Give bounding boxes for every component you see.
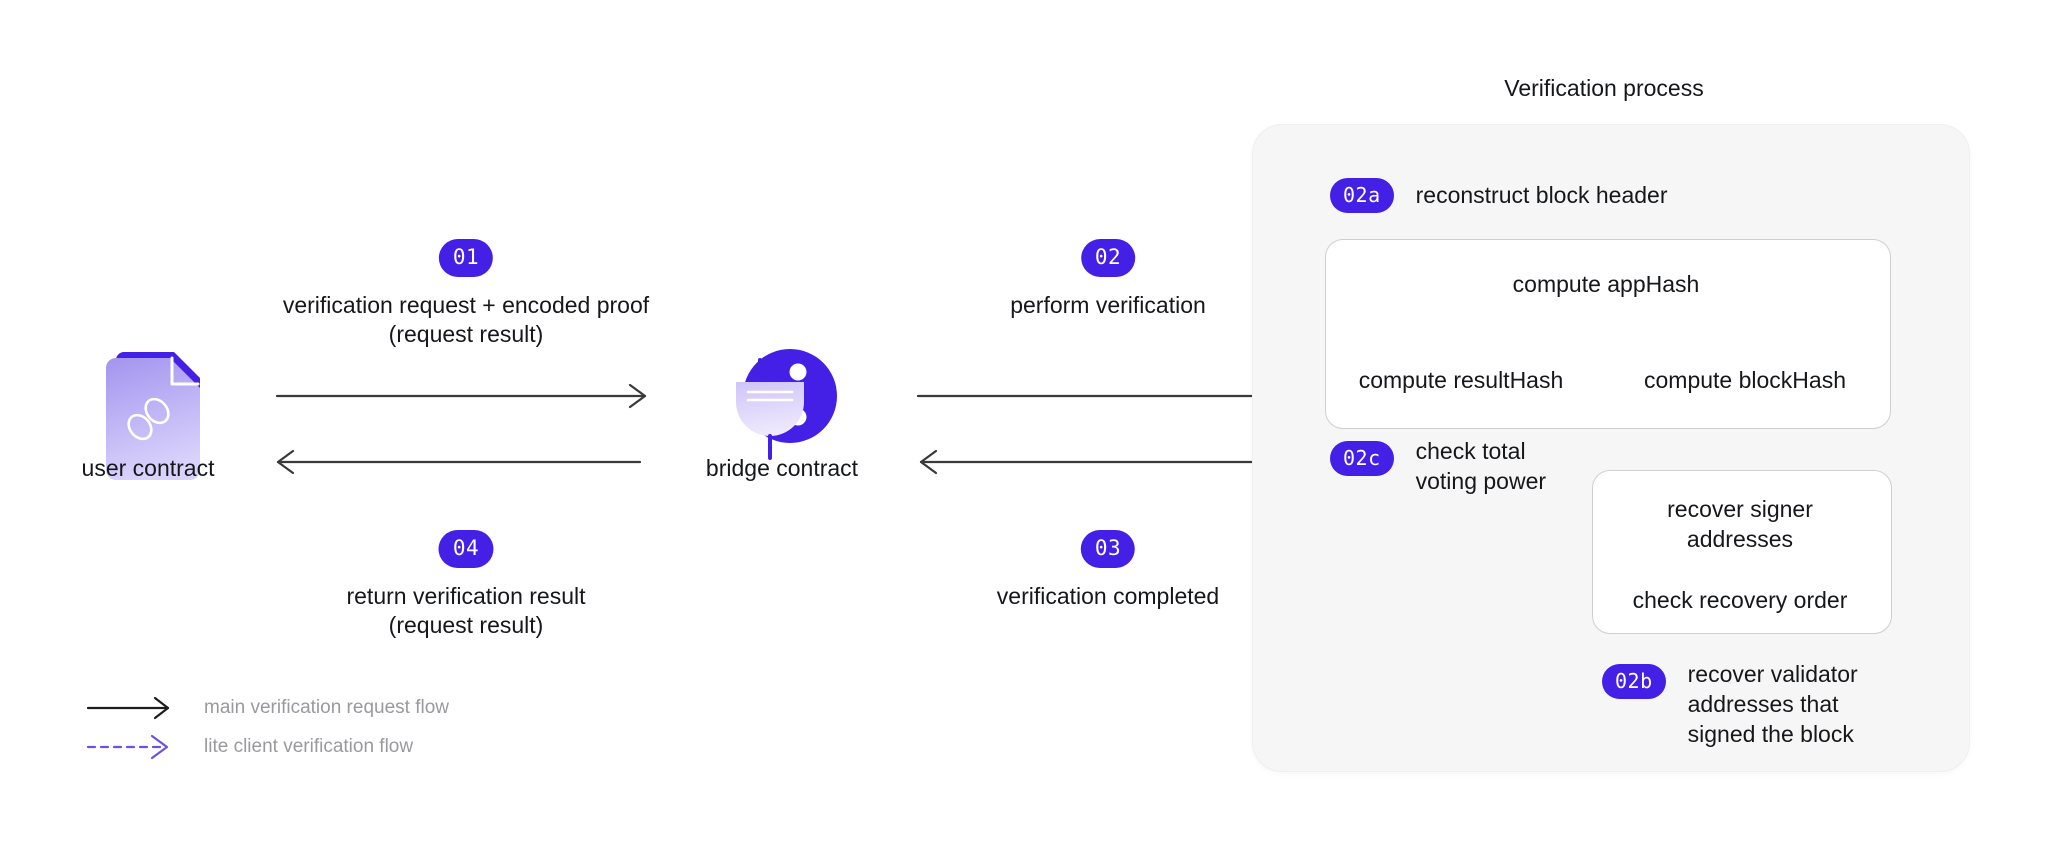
node-label-bridge-contract: bridge contract <box>705 455 859 481</box>
step-02-caption: perform verification <box>1010 292 1206 318</box>
step-04-caption: return verification result (request resu… <box>346 583 586 638</box>
hash-box <box>1325 239 1891 429</box>
legend-label-main-flow: main verification request flow <box>204 697 449 718</box>
step-01: 01 verification request + encoded proof … <box>283 239 649 349</box>
arrow-bridge-to-user <box>276 449 642 475</box>
panel-step-02a: 02a reconstruct block header <box>1330 178 1667 213</box>
arrow-bridge-to-panel <box>916 383 1292 409</box>
recovery-box-recover-signer-addresses: recover signer addresses <box>1667 496 1813 552</box>
hash-box-compute-apphash: compute appHash <box>1512 271 1700 297</box>
step-01-caption: verification request + encoded proof (re… <box>282 292 650 347</box>
panel-step-02a-text: reconstruct block header <box>1415 181 1668 208</box>
step-03-caption: verification completed <box>996 583 1220 609</box>
panel-step-02c: 02c check total voting power <box>1330 437 1546 497</box>
arrow-panel-to-bridge <box>919 449 1292 475</box>
node-label-user-contract: user contract <box>81 455 215 481</box>
recovery-box <box>1592 470 1892 634</box>
step-04-badge: 04 <box>438 530 494 568</box>
legend-row-lite-client-flow: lite client verification flow <box>88 730 449 764</box>
panel-step-02b: 02b recover validator addresses that sig… <box>1602 660 1858 750</box>
panel-step-02a-badge: 02a <box>1330 178 1394 213</box>
panel-step-02c-text: check total voting power <box>1415 438 1547 494</box>
panel-title: Verification process <box>1504 75 1704 101</box>
step-02-badge: 02 <box>1080 239 1136 277</box>
hash-box-compute-resulthash: compute resultHash <box>1358 367 1564 393</box>
panel-step-02c-badge: 02c <box>1330 441 1394 476</box>
panel-step-02b-badge: 02b <box>1602 664 1666 699</box>
hash-box-compute-blockhash: compute blockHash <box>1644 367 1846 393</box>
step-04: 04 return verification result (request r… <box>346 530 586 640</box>
panel-step-02b-text: recover validator addresses that signed … <box>1687 661 1858 747</box>
legend-row-main-flow: main verification request flow <box>88 691 449 725</box>
arrow-user-to-bridge <box>275 383 647 409</box>
legend-label-lite-client-flow: lite client verification flow <box>204 736 414 757</box>
legend: main verification request flow lite clie… <box>88 691 449 764</box>
plug-circle-icon <box>736 349 837 460</box>
step-03: 03 verification completed <box>997 530 1219 611</box>
step-02: 02 perform verification <box>1010 239 1206 320</box>
step-03-badge: 03 <box>1080 530 1136 568</box>
step-01-badge: 01 <box>438 239 494 277</box>
recovery-box-check-recovery-order: check recovery order <box>1632 587 1848 613</box>
